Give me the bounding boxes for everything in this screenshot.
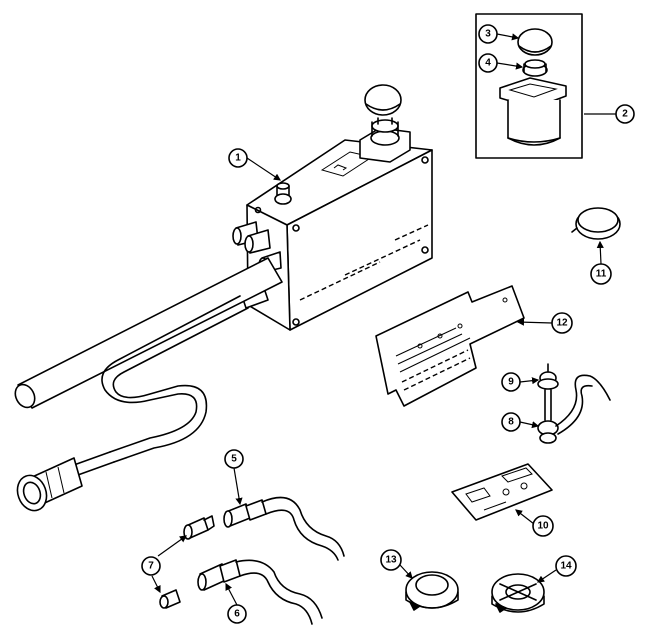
- sensor-cable-6: [197, 559, 323, 625]
- callout-13: 13: [380, 549, 413, 579]
- callout-4: 4: [478, 53, 524, 73]
- round-cap: [571, 207, 621, 240]
- callout-14: 14: [537, 555, 577, 583]
- callout-10: 10: [515, 509, 554, 537]
- callout-label: 7: [148, 561, 154, 572]
- callout-8: 8: [501, 412, 540, 432]
- callout-label: 11: [596, 269, 607, 280]
- callout-label: 8: [508, 417, 514, 428]
- sensor-cable-5: [223, 496, 345, 561]
- callout-label: 4: [485, 58, 491, 69]
- callout-2: 2: [584, 104, 635, 124]
- cross-slot-plug: [491, 573, 545, 613]
- callout-label: 1: [235, 153, 241, 164]
- grommet-ring: [405, 571, 459, 611]
- cable-with-connector: [16, 295, 249, 512]
- rod-tube: [14, 257, 283, 409]
- screws-7: [159, 515, 215, 609]
- callout-3: 3: [478, 24, 520, 44]
- callout-9: 9: [501, 372, 540, 392]
- callout-label: 9: [508, 377, 514, 388]
- callout-label: 2: [622, 109, 628, 120]
- callout-1: 1: [228, 148, 281, 181]
- circuit-board: [375, 285, 525, 407]
- callout-label: 10: [537, 521, 549, 532]
- callout-label: 14: [560, 561, 572, 572]
- callout-5: 5: [224, 449, 244, 506]
- callout-11: 11: [590, 240, 612, 285]
- callout-7: 7: [141, 535, 187, 594]
- callout-label: 13: [385, 555, 397, 566]
- switch-with-leads: [537, 363, 611, 444]
- small-plate: [451, 463, 553, 521]
- callout-label: 5: [231, 454, 237, 465]
- control-box-assembly: [232, 84, 433, 331]
- callout-12: 12: [516, 312, 573, 334]
- callout-label: 3: [485, 29, 491, 40]
- callout-label: 12: [556, 318, 568, 329]
- callout-label: 6: [234, 609, 240, 620]
- callout-6: 6: [225, 582, 247, 624]
